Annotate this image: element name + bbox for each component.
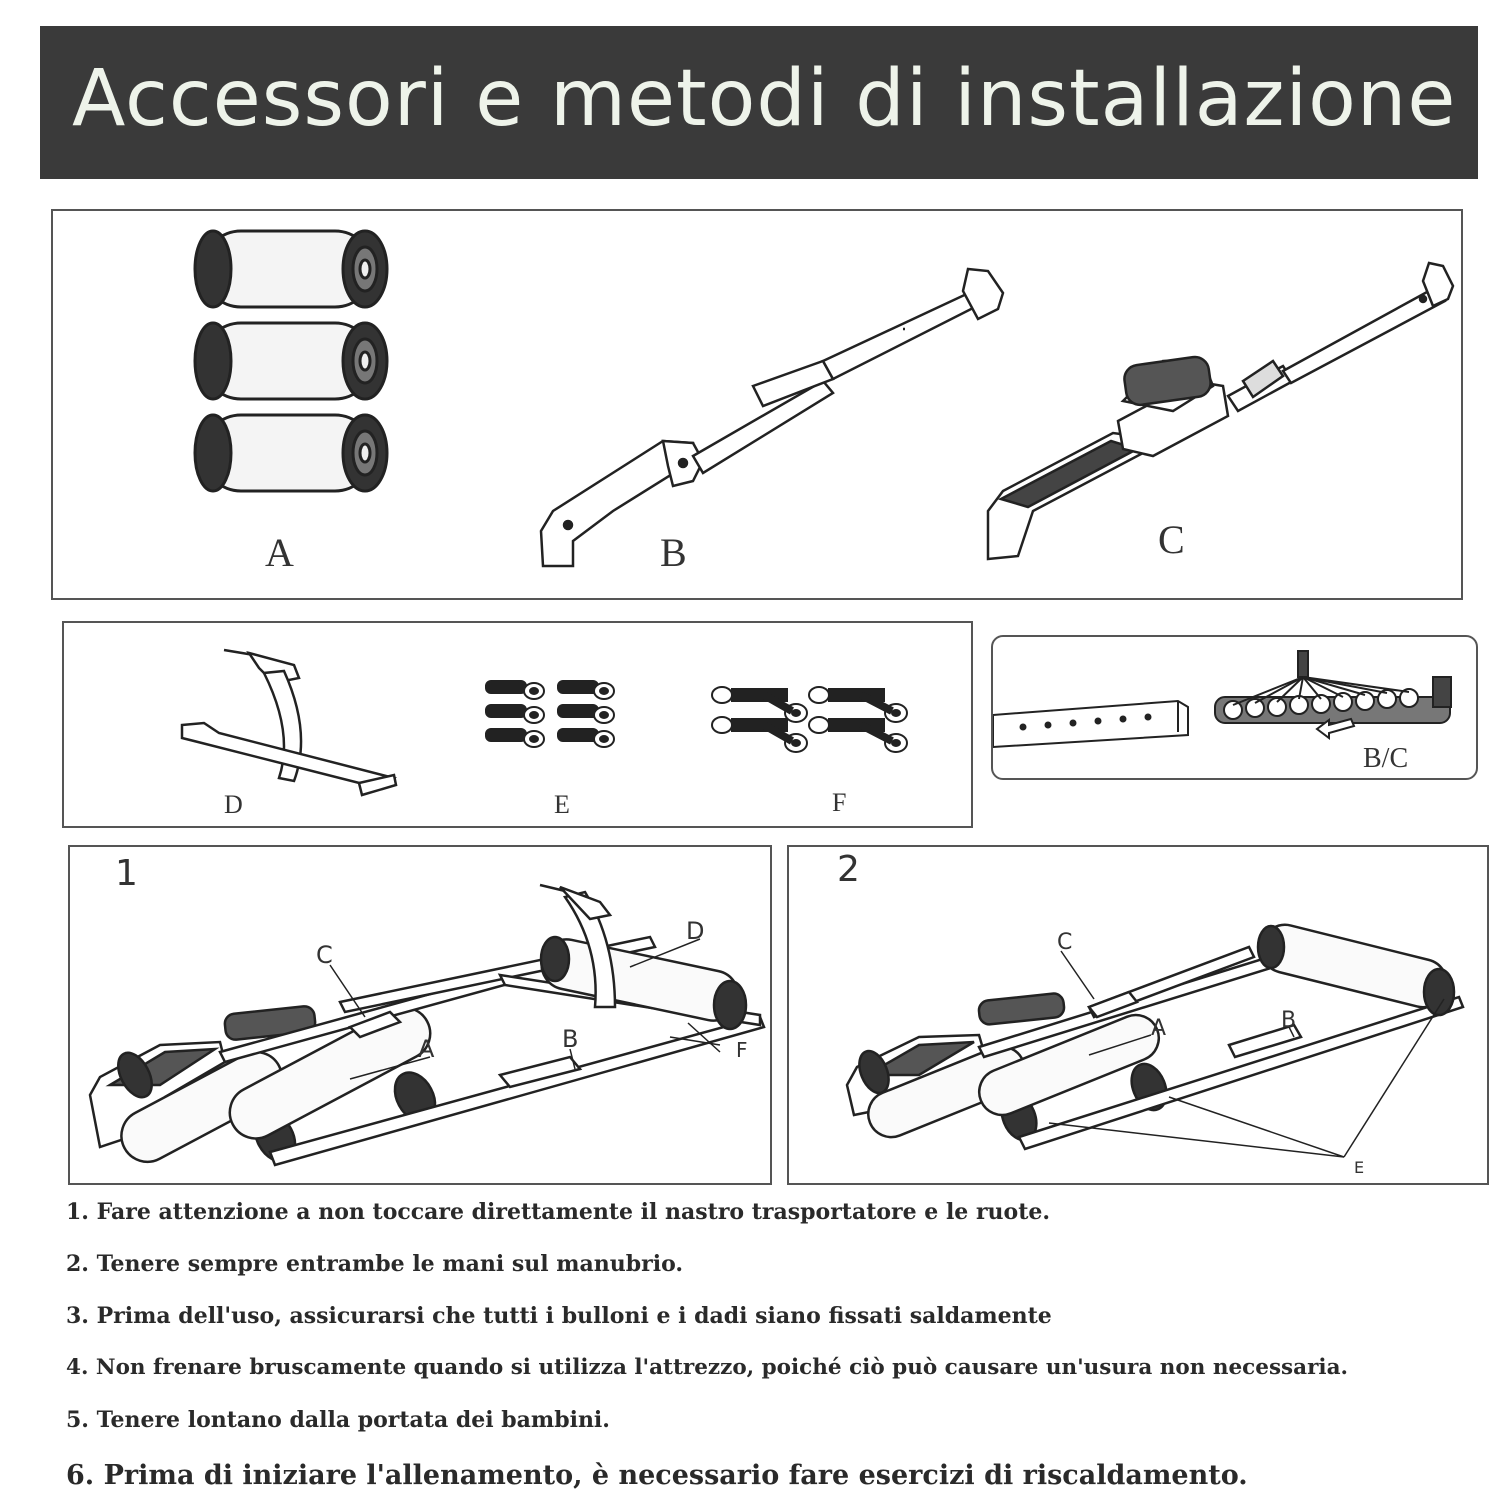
step2-callout-b: B bbox=[1281, 1008, 1296, 1033]
note-4: 4. Non frenare bruscamente quando si uti… bbox=[66, 1355, 1349, 1380]
chain-panel: B/C bbox=[991, 635, 1478, 780]
bolt-e-3 bbox=[485, 704, 545, 724]
hardware-drawing: D E F bbox=[180, 648, 908, 819]
roller-a-3 bbox=[193, 413, 389, 493]
chain-drawing: B/C bbox=[993, 650, 1452, 774]
step2-panel: 2 C A B E bbox=[787, 845, 1489, 1185]
note-1: 1. Fare attenzione a non toccare diretta… bbox=[66, 1199, 1051, 1225]
safety-notes: 1. Fare attenzione a non toccare diretta… bbox=[66, 1194, 1486, 1506]
step1-number: 1 bbox=[115, 853, 138, 894]
step2-trainer bbox=[845, 923, 1465, 1151]
title-banner: Accessori e metodi di installazione bbox=[40, 26, 1478, 179]
note-3: 3. Prima dell'uso, assicurarsi che tutti… bbox=[66, 1303, 1052, 1329]
page-title: Accessori e metodi di installazione bbox=[72, 54, 1457, 144]
label-b: B bbox=[660, 530, 687, 575]
roller-group bbox=[193, 229, 389, 493]
step1-trainer bbox=[88, 883, 766, 1167]
step1-leaders bbox=[329, 938, 721, 1080]
roller-a-2 bbox=[193, 321, 389, 401]
step1-drawing: 1 bbox=[88, 853, 766, 1167]
step2-drawing: 2 C A B E bbox=[837, 849, 1465, 1177]
note-5: 5. Tenere lontano dalla portata dei bamb… bbox=[66, 1407, 610, 1433]
step1-callout-a: A bbox=[418, 1035, 435, 1063]
bar-segment bbox=[993, 699, 1189, 749]
step2-callout-c: C bbox=[1057, 930, 1072, 955]
step2-callout-e: E bbox=[1354, 1158, 1364, 1177]
step1-callout-b: B bbox=[562, 1025, 578, 1053]
bolt-e-1 bbox=[485, 680, 545, 700]
step1-callout-f: F bbox=[736, 1038, 748, 1062]
roller-a-1 bbox=[193, 229, 389, 309]
label-bc: B/C bbox=[1363, 743, 1408, 774]
bolt-f-1 bbox=[711, 686, 808, 723]
stand-d bbox=[180, 648, 398, 797]
label-f: F bbox=[832, 788, 846, 817]
step1-callout-c: C bbox=[316, 941, 333, 969]
frame-arm-c bbox=[986, 261, 1455, 561]
bolt-f-4 bbox=[808, 716, 908, 753]
parts-drawing: A B C bbox=[193, 229, 1455, 575]
bolts-f bbox=[711, 686, 908, 753]
bolt-e-6 bbox=[557, 728, 615, 748]
label-d: D bbox=[224, 790, 243, 819]
parts-panel: A B C bbox=[51, 209, 1463, 600]
label-a: A bbox=[265, 530, 294, 575]
label-c: C bbox=[1158, 517, 1185, 562]
step1-callout-d: D bbox=[686, 917, 704, 945]
frame-arm-b bbox=[539, 267, 1005, 568]
bolt-e-5 bbox=[485, 728, 545, 748]
label-e: E bbox=[554, 790, 570, 819]
hardware-panel: D E F bbox=[62, 621, 973, 828]
step2-callout-a: A bbox=[1151, 1016, 1166, 1041]
adjust-chain bbox=[1214, 650, 1452, 740]
bolts-e bbox=[485, 680, 615, 748]
step2-leaders bbox=[1048, 950, 1445, 1158]
bolt-f-3 bbox=[711, 716, 808, 753]
note-2: 2. Tenere sempre entrambe le mani sul ma… bbox=[66, 1251, 684, 1277]
bolt-f-2 bbox=[808, 686, 908, 723]
bolt-e-2 bbox=[557, 680, 615, 700]
bolt-e-4 bbox=[557, 704, 615, 724]
note-6: 6. Prima di iniziare l'allenamento, è ne… bbox=[66, 1460, 1248, 1491]
step1-panel: 1 bbox=[68, 845, 772, 1185]
step2-number: 2 bbox=[837, 849, 860, 890]
